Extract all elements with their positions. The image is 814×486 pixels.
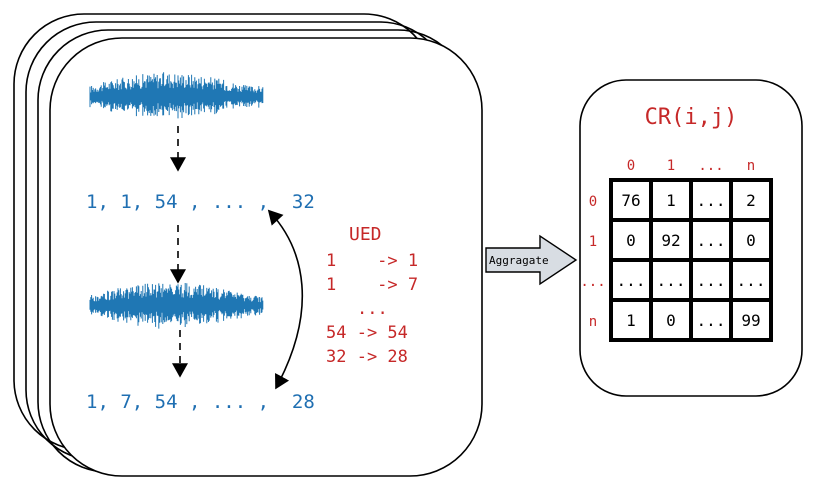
waveform-trace — [89, 72, 264, 119]
matrix-col-header: 0 — [627, 158, 635, 174]
matrix-row-header: n — [589, 314, 597, 330]
frame-front — [49, 37, 483, 477]
matrix-col-header: 1 — [667, 158, 675, 174]
matrix-col-header: ... — [698, 158, 723, 174]
matrix-cell: 1 — [666, 191, 676, 210]
sequence-decoded: 1, 7, 54 , ... , 28 — [86, 391, 315, 413]
matrix-row-header: 1 — [589, 234, 597, 250]
waveform-original — [89, 72, 264, 119]
correlation-matrix: 0 1... n 0 1... n 76 1... 2 0 92... 0............ 1 0… — [580, 158, 773, 342]
stacked-frames — [13, 13, 483, 477]
matrix-row-header: ... — [580, 274, 605, 290]
matrix-cell: 92 — [661, 231, 680, 250]
matrix-title: CR(i,j) — [645, 105, 738, 130]
matrix-col-header: n — [747, 158, 755, 174]
matrix-cell: ... — [737, 271, 766, 290]
matrix-cell: 2 — [746, 191, 756, 210]
matrix-cell: 99 — [741, 311, 760, 330]
matrix-cell: ... — [617, 271, 646, 290]
sequence-original: 1, 1, 54 , ... , 32 — [86, 191, 315, 213]
ued-title: UED — [349, 224, 382, 245]
matrix-cell: 0 — [626, 231, 636, 250]
ued-mapping-4: 54 -> 54 — [326, 323, 408, 343]
ued-mapping-1: 1 -> 1 — [326, 251, 418, 271]
waveform-trace — [89, 283, 264, 329]
matrix-cell: 0 — [666, 311, 676, 330]
comparison-double-arrow — [267, 209, 304, 390]
ued-mapping-2: 1 -> 7 — [326, 275, 418, 295]
ued-mapping-3: ... — [357, 299, 388, 319]
ued-mapping: UED 1 -> 1 1 -> 7 ... 54 -> 54 32 -> 28 — [326, 224, 418, 367]
matrix-cell: ... — [697, 271, 726, 290]
waveform-decoded — [89, 283, 264, 329]
ued-mapping-5: 32 -> 28 — [326, 347, 408, 367]
aggregate-label: Aggragate — [489, 254, 549, 267]
aggregate-arrow: Aggragate — [485, 234, 578, 286]
matrix-cell: ... — [697, 191, 726, 210]
matrix-cell: ... — [697, 231, 726, 250]
matrix-cell: 0 — [746, 231, 756, 250]
matrix-cell: ... — [657, 271, 686, 290]
aggregate-arrow-shape — [485, 234, 578, 286]
matrix-cell: ... — [697, 311, 726, 330]
matrix-cell: 1 — [626, 311, 636, 330]
matrix-cell: 76 — [621, 191, 640, 210]
matrix-row-header: 0 — [589, 194, 597, 210]
